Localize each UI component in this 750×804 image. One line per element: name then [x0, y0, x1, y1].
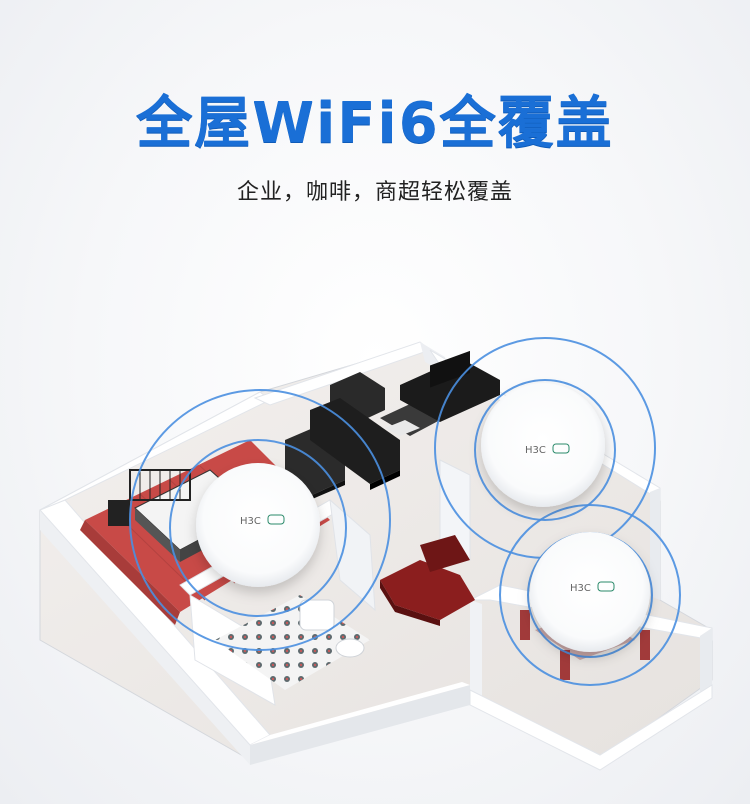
headline: 全屋WiFi6全覆盖 — [136, 91, 614, 156]
access-point-top-right: H3C — [481, 383, 605, 507]
bathroom-floor — [215, 595, 370, 690]
tv-stand — [400, 350, 500, 422]
ap-logo-left: H3C — [240, 516, 261, 527]
access-point-left: H3C — [196, 463, 320, 587]
ap-logo-bottom-right: H3C — [570, 583, 591, 594]
access-point-bottom-right: H3C — [530, 532, 650, 652]
piano — [380, 535, 475, 626]
ap-logo-top-right: H3C — [525, 445, 546, 456]
signal-rings — [129, 337, 681, 686]
subheadline: 企业，咖啡，商超轻松覆盖 — [236, 180, 513, 205]
